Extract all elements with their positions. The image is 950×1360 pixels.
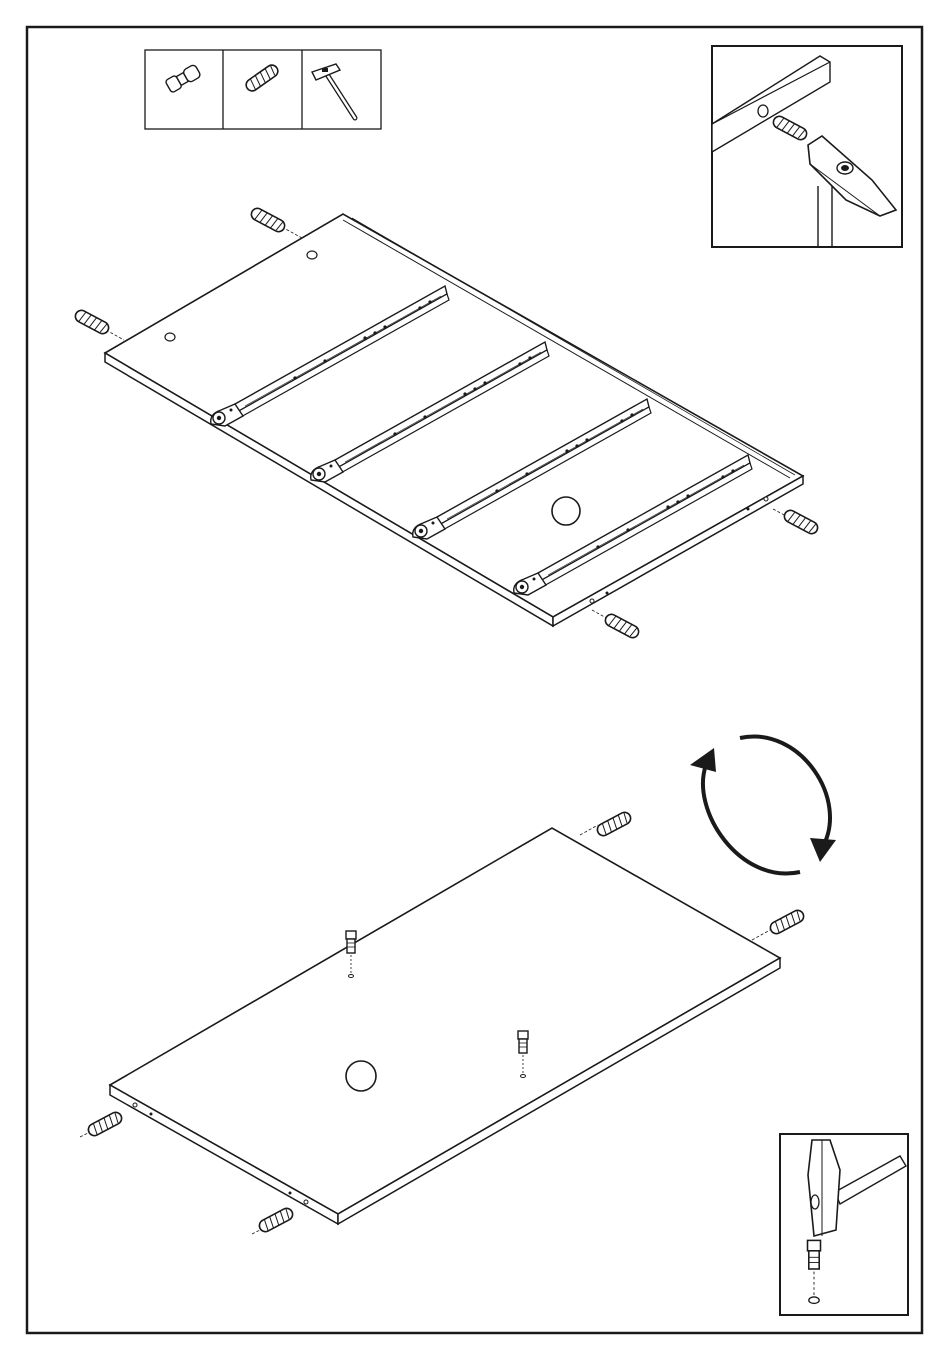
- panel-flipped: [80, 810, 806, 1234]
- toolbox: [145, 50, 381, 129]
- wooden-dowel-icon: [249, 206, 302, 238]
- detail-dowel-edge: [712, 46, 902, 247]
- wooden-dowel-icon: [80, 1110, 124, 1137]
- wooden-dowel-icon: [580, 810, 633, 837]
- wooden-dowel-icon: [773, 508, 820, 535]
- reference-circle-mark: [552, 497, 580, 525]
- wooden-dowel-icon: [73, 308, 124, 340]
- detail-cam-bolt-face: [780, 1134, 908, 1315]
- reference-circle-mark: [346, 1061, 376, 1091]
- wooden-dowel-icon: [752, 908, 806, 940]
- wooden-dowel-icon: [592, 610, 641, 640]
- wooden-dowel-icon: [252, 1206, 295, 1234]
- rotate-arrows-icon: [690, 737, 836, 874]
- panel-with-drawer-rails: [73, 206, 819, 639]
